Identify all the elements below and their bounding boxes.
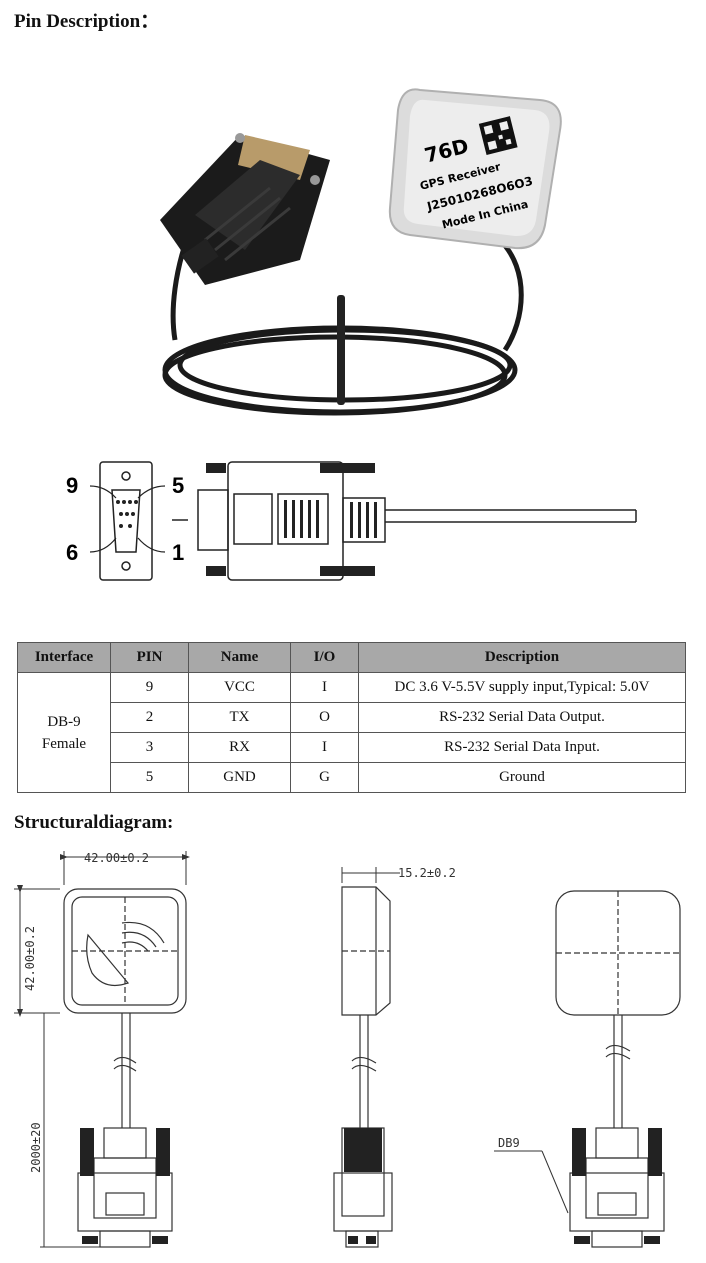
interface-cell: DB-9 Female	[17, 672, 111, 793]
pin-cell: 9	[110, 672, 189, 703]
height-dimension: 42.00±0.2	[23, 926, 37, 991]
pin-cell: 3	[110, 732, 189, 763]
io-cell: O	[290, 702, 359, 733]
io-cell: I	[290, 732, 359, 763]
pin-label-1: 1	[172, 540, 184, 565]
connector-pin-drawing: 9 5 6 1	[66, 461, 637, 581]
io-cell: G	[290, 762, 359, 793]
table-row: 2 TX O RS-232 Serial Data Output.	[18, 702, 686, 733]
qr-code	[478, 116, 518, 155]
description-cell: Ground	[358, 762, 686, 793]
table-row: 5 GND G Ground	[18, 762, 686, 793]
pin-description-heading: Pin Description：	[14, 11, 160, 32]
db9-connector-photo	[160, 133, 330, 285]
width-dimension: 42.00±0.2	[84, 851, 149, 865]
thickness-dimension: 15.2±0.2	[398, 866, 456, 880]
header-io: I/O	[290, 642, 359, 673]
table-header-row: Interface PIN Name I/O Description	[17, 642, 686, 673]
front-view	[63, 888, 187, 1248]
name-cell: VCC	[188, 672, 291, 703]
structural-diagram-heading: Structuraldiagram:	[14, 812, 174, 833]
structural-diagram: 42.00±0.2 42.00±0.2 2000±20 15.2±0.2	[14, 851, 681, 1248]
table-row: 3 RX I RS-232 Serial Data Input.	[18, 732, 686, 763]
interface-gender: Female	[41, 735, 87, 752]
pin-cell: 5	[110, 762, 189, 793]
header-pin: PIN	[110, 642, 189, 673]
description-cell: DC 3.6 V-5.5V supply input,Typical: 5.0V	[358, 672, 686, 703]
pin-cell: 2	[110, 702, 189, 733]
description-cell: RS-232 Serial Data Output.	[358, 702, 686, 733]
table-row: DB-9 Female 9 VCC I DC 3.6 V-5.5V supply…	[17, 672, 686, 793]
pin-table: Interface PIN Name I/O Description DB-9 …	[17, 642, 686, 793]
db9-callout: DB9	[498, 1136, 520, 1150]
name-cell: RX	[188, 732, 291, 763]
pin-label-5: 5	[172, 473, 184, 498]
header-interface: Interface	[17, 642, 111, 673]
name-cell: TX	[188, 702, 291, 733]
product-photo: 76D GPS Receiver J25010268O6O3 Mode In C…	[160, 88, 562, 416]
header-description: Description	[358, 642, 686, 673]
io-cell: I	[290, 672, 359, 703]
cable-length-dimension: 2000±20	[29, 1122, 43, 1173]
interface-type: DB-9	[47, 713, 81, 730]
pin-label-6: 6	[66, 540, 78, 565]
header-name: Name	[188, 642, 291, 673]
description-cell: RS-232 Serial Data Input.	[358, 732, 686, 763]
back-view	[555, 890, 681, 1248]
name-cell: GND	[188, 762, 291, 793]
pin-label-9: 9	[66, 473, 78, 498]
gps-antenna-photo: 76D GPS Receiver J25010268O6O3 Mode In C…	[388, 88, 562, 250]
side-view	[333, 886, 393, 1248]
